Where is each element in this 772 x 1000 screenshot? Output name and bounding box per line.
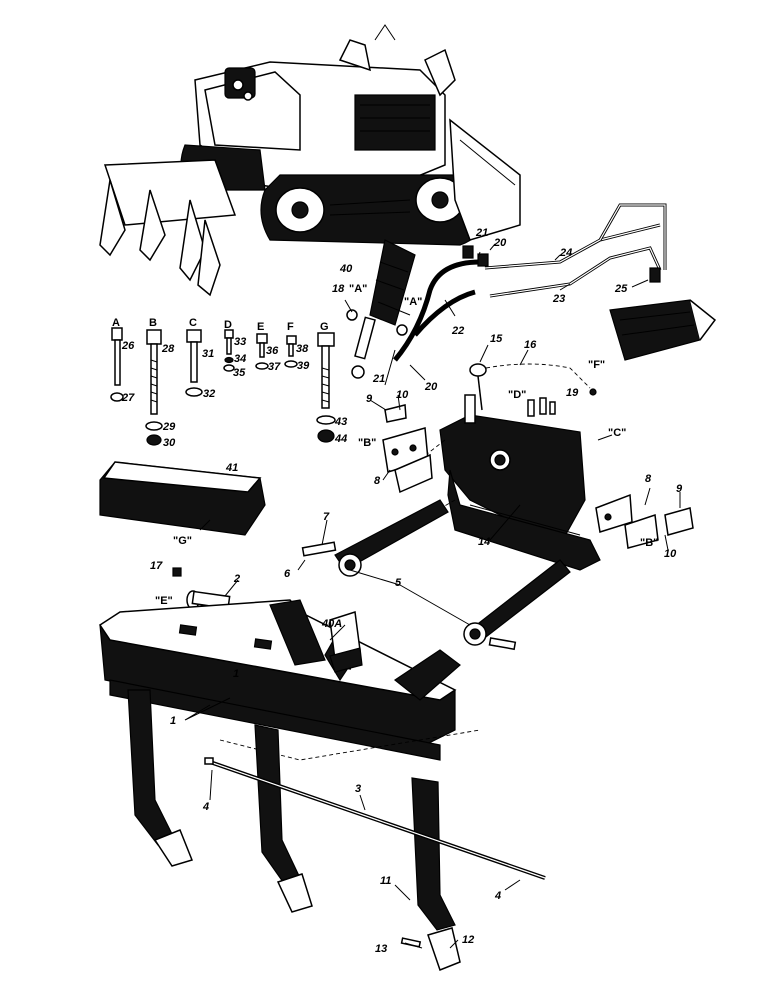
lock-pins	[527, 397, 556, 417]
callout-31: 31	[202, 348, 214, 360]
callout-34: 34	[234, 353, 246, 365]
callout-13: 13	[375, 943, 387, 955]
shank-tips	[153, 829, 461, 971]
ref-E: "E"	[155, 595, 173, 607]
reference-letters: "A" "A" "B" "B" "C" "D" "E" "F" "G"	[155, 283, 658, 607]
callout-33: 33	[234, 336, 246, 348]
callout-14: 14	[478, 536, 490, 548]
callout-30: 30	[163, 437, 176, 449]
callout-35: 35	[233, 367, 246, 379]
side-brackets	[382, 404, 694, 549]
ref-G: "G"	[173, 535, 192, 547]
cross-rod	[204, 757, 546, 880]
hardware-column-letters: A B C D E F G	[112, 317, 329, 333]
pin-and-chain	[469, 363, 597, 411]
callout-21a: 21	[475, 227, 488, 239]
callout-40: 40	[339, 263, 353, 275]
callout-20a: 20	[493, 237, 507, 249]
callout-17: 17	[150, 560, 163, 572]
callout-43: 43	[334, 416, 347, 428]
ref-C: "C"	[608, 427, 626, 439]
callout-39: 39	[297, 360, 310, 372]
callout-32: 32	[203, 388, 215, 400]
ripper-frame	[98, 599, 481, 761]
ref-B-1: "B"	[358, 437, 376, 449]
hydraulic-hoses	[393, 203, 667, 362]
shank-bracket	[329, 611, 363, 673]
callout-11: 11	[380, 875, 391, 887]
frame-pin	[172, 567, 231, 610]
callout-4a: 4	[202, 801, 209, 813]
callout-4b: 4	[494, 890, 501, 902]
callout-37: 37	[268, 361, 281, 373]
callout-38: 38	[296, 343, 309, 355]
crawler-tractor-illustration	[99, 24, 521, 297]
callout-9a: 9	[366, 393, 373, 405]
callout-19: 19	[566, 387, 579, 399]
callout-40a: 40A	[321, 618, 342, 630]
callout-8b: 8	[645, 473, 652, 485]
callout-28: 28	[161, 343, 175, 355]
callout-7: 7	[323, 511, 330, 523]
callout-9b: 9	[676, 483, 683, 495]
callout-41: 41	[225, 462, 238, 474]
column-letter-D: D	[224, 319, 232, 331]
hardware-bolts	[110, 327, 336, 446]
callout-24: 24	[559, 247, 572, 259]
ripper-shanks	[127, 689, 456, 931]
column-letter-C: C	[189, 317, 197, 329]
callout-20b: 20	[424, 381, 438, 393]
callout-36: 36	[266, 345, 279, 357]
lift-links	[301, 499, 571, 651]
callout-10a: 10	[396, 389, 409, 401]
callout-1: 1	[170, 715, 176, 727]
column-letter-G: G	[320, 321, 329, 333]
callout-5: 5	[395, 577, 402, 589]
callout-labels: 1 1 2 3 4 4 5 6 7 8 8 9 9 10 10 11 12 13…	[121, 227, 683, 955]
control-valve	[609, 299, 717, 361]
callout-1b: 1	[233, 668, 239, 680]
callout-3: 3	[355, 783, 361, 795]
callout-10b: 10	[664, 548, 677, 560]
callout-8a: 8	[374, 475, 381, 487]
column-letter-A: A	[112, 317, 120, 329]
column-letter-E: E	[257, 321, 264, 333]
callout-18: 18	[332, 283, 345, 295]
ref-D: "D"	[508, 389, 526, 401]
hydraulic-cylinder	[346, 239, 416, 379]
callout-6: 6	[284, 568, 291, 580]
ref-A-1: "A"	[349, 283, 367, 295]
counterweight	[99, 461, 266, 536]
column-letter-B: B	[149, 317, 157, 329]
ref-B-2: "B"	[640, 537, 658, 549]
leader-lines	[184, 243, 681, 949]
callout-15: 15	[490, 333, 503, 345]
callout-23: 23	[552, 293, 565, 305]
mounting-bracket	[399, 394, 601, 571]
callout-22: 22	[451, 325, 464, 337]
callout-12: 12	[462, 934, 474, 946]
callout-25: 25	[614, 283, 628, 295]
callout-26: 26	[121, 340, 135, 352]
column-letter-F: F	[287, 321, 294, 333]
callout-21b: 21	[372, 373, 385, 385]
callout-16: 16	[524, 339, 537, 351]
callout-2: 2	[233, 573, 240, 585]
callout-29: 29	[162, 421, 176, 433]
callout-27: 27	[121, 392, 135, 404]
callout-44: 44	[334, 433, 347, 445]
ref-F: "F"	[588, 359, 605, 371]
ref-A-2: "A"	[404, 296, 422, 308]
